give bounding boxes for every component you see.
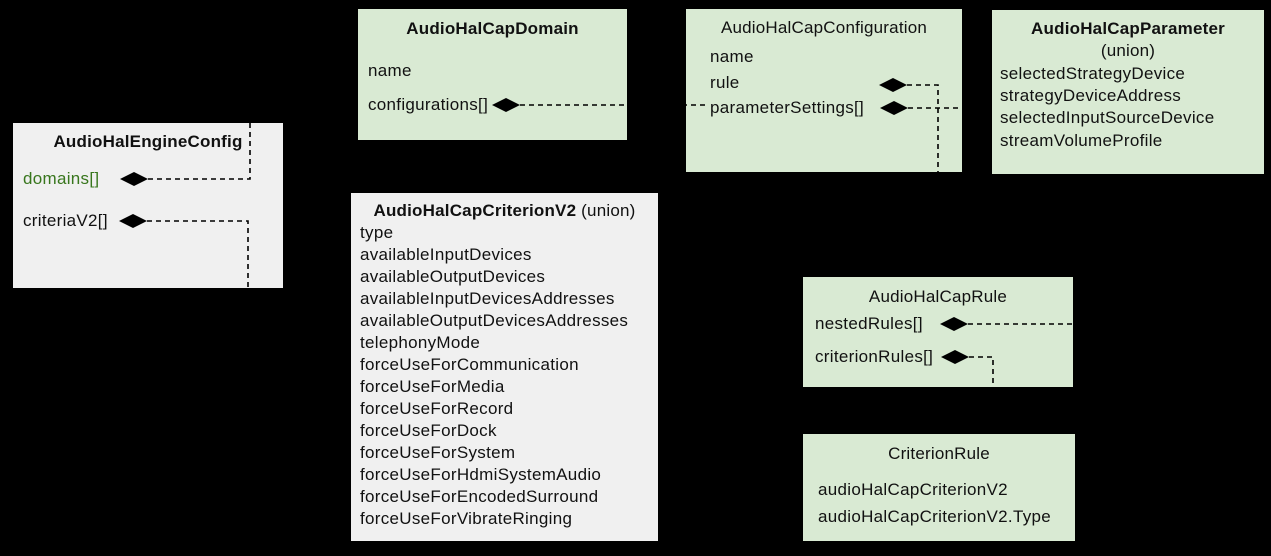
class-box-audiohalcapparameter: AudioHalCapParameter (union) selectedStr… [992, 10, 1264, 174]
field-audiohalcapcriterionv2: audioHalCapCriterionV2 [818, 480, 1008, 499]
class-box-audiohalcapcriterionv2: AudioHalCapCriterionV2 (union) type avai… [351, 193, 658, 541]
field-availableinputdevicesaddresses: availableInputDevicesAddresses [360, 289, 615, 308]
field-forceusefordock: forceUseForDock [360, 421, 497, 440]
field-forceuseforcommunication: forceUseForCommunication [360, 355, 579, 374]
field-nestedrules: nestedRules[] [815, 314, 923, 333]
field-strategydeviceaddress: strategyDeviceAddress [1000, 86, 1182, 105]
field-name: name [368, 61, 412, 80]
class-box-criterionrule: CriterionRule audioHalCapCriterionV2 aud… [803, 434, 1075, 541]
class-title: AudioHalCapDomain [406, 19, 579, 38]
field-availableoutputdevices: availableOutputDevices [360, 267, 546, 286]
field-selectedstrategydevice: selectedStrategyDevice [1000, 64, 1186, 83]
field-parametersettings: parameterSettings[] [710, 98, 865, 117]
field-availableinputdevices: availableInputDevices [360, 245, 532, 264]
field-criteriav2: criteriaV2[] [23, 211, 108, 230]
class-box-audiohalcapconfiguration: AudioHalCapConfiguration name rule param… [686, 9, 962, 172]
field-criterionrules: criterionRules[] [815, 347, 934, 366]
class-box-audiohalcapdomain: AudioHalCapDomain name configurations[] [358, 9, 627, 140]
class-title-main: AudioHalCapCriterionV2 [373, 201, 577, 220]
field-name: name [710, 47, 754, 66]
class-title: AudioHalCapRule [868, 287, 1008, 306]
class-title: CriterionRule [888, 444, 990, 463]
field-audiohalcapcriterionv2-type: audioHalCapCriterionV2.Type [818, 507, 1052, 526]
class-box-audiohalcaprule: AudioHalCapRule nestedRules[] criterionR… [803, 277, 1073, 387]
class-title-union-suffix: (union) [576, 201, 636, 220]
field-domains: domains[] [23, 169, 100, 188]
field-forceuseforsystem: forceUseForSystem [360, 443, 516, 462]
class-title: AudioHalCapConfiguration [720, 18, 928, 37]
class-title: AudioHalEngineConfig [53, 132, 243, 151]
field-streamvolumeprofile: streamVolumeProfile [1000, 131, 1163, 150]
field-configurations: configurations[] [368, 95, 489, 114]
field-forceuseformedia: forceUseForMedia [360, 377, 505, 396]
class-subtitle-union: (union) [1100, 41, 1156, 60]
field-rule: rule [710, 73, 740, 92]
field-forceuseforhdmisystemaudio: forceUseForHdmiSystemAudio [360, 465, 602, 484]
class-box-audiohalengineconfig: AudioHalEngineConfig domains[] criteriaV… [13, 123, 283, 288]
class-title: AudioHalCapParameter [1031, 19, 1225, 38]
field-type: type [360, 223, 394, 242]
field-availableoutputdevicesaddresses: availableOutputDevicesAddresses [360, 311, 629, 330]
field-selectedinputsourcedevice: selectedInputSourceDevice [1000, 108, 1215, 127]
field-forceuseforencodedsurround: forceUseForEncodedSurround [360, 487, 599, 506]
field-forceuseforvibrateringing: forceUseForVibrateRinging [360, 509, 573, 528]
field-forceuseforrecord: forceUseForRecord [360, 399, 514, 418]
class-title: AudioHalCapCriterionV2 (union) [351, 201, 658, 221]
field-telephonymode: telephonyMode [360, 333, 481, 352]
